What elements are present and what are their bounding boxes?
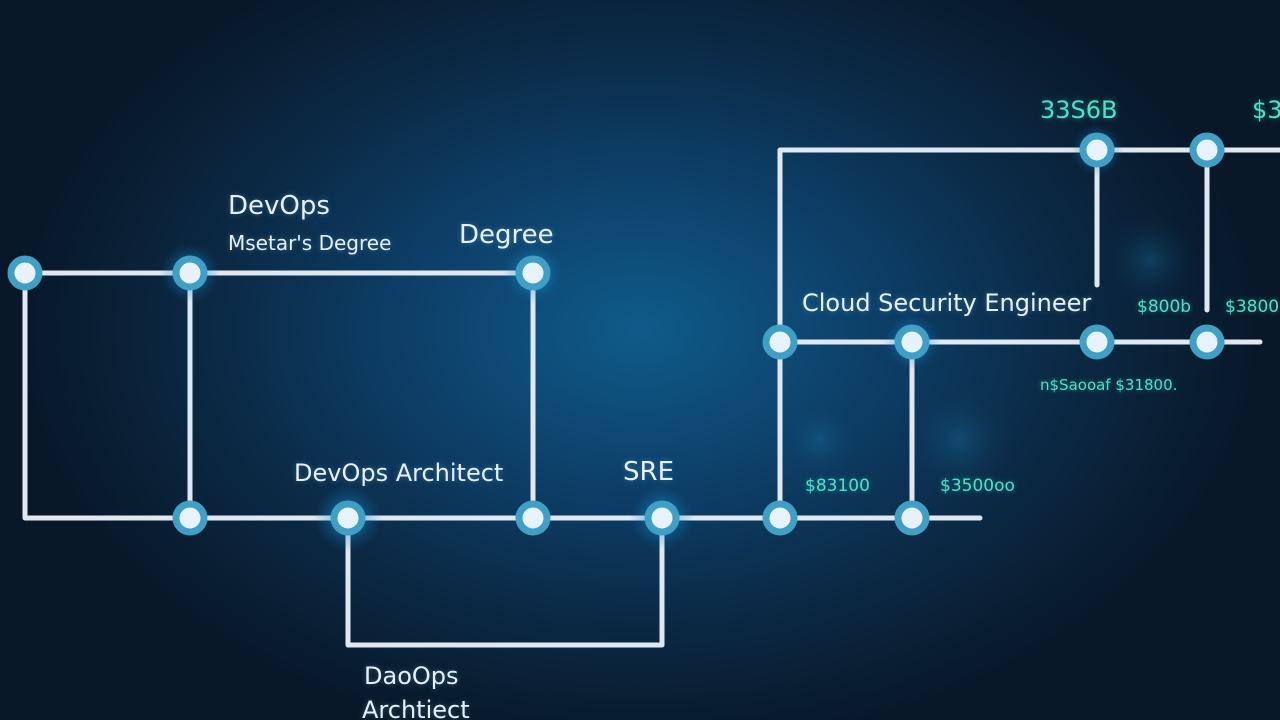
money-mid-range: n$Saooaf $31800. [1040,376,1178,394]
money-low-1: $83100 [805,476,870,496]
node-bottom-190 [172,500,208,536]
label-sre: SRE [623,457,674,487]
money-low-2: $3500oo [940,476,1015,496]
label-degree: Degree [459,220,554,250]
money-top-left: 33S6B [1040,96,1118,124]
node-cloud-security [894,324,930,360]
node-top-1097 [1079,132,1115,168]
money-mid-1: $800b [1137,297,1192,317]
node-start [7,255,43,291]
node-degree [515,255,551,291]
label-devops-heading: DevOps [228,191,330,221]
node-devops-architect [330,500,366,536]
line-bottom-loop [345,515,665,648]
money-top-right: $3 [1252,96,1280,124]
node-sre [644,500,680,536]
node-bottom-780 [762,500,798,536]
label-devops-architect: DevOps Architect [294,459,504,487]
nodes [7,124,1225,552]
node-top-1207 [1189,132,1225,168]
connector-lines [22,147,1280,648]
node-mid-1207 [1189,324,1225,360]
label-cloud-security-engineer: Cloud Security Engineer [802,289,1092,317]
label-daoops: DaoOps [364,662,459,690]
node-mid-1097 [1079,324,1115,360]
background-spots [775,210,1200,500]
node-cloud-start [762,324,798,360]
money-mid-2: $3800 [1225,297,1280,317]
label-architect-bottom: Archtiect [362,696,470,720]
label-masters-degree: Msetar's Degree [228,231,392,255]
node-devops-masters [172,255,208,291]
node-circles [7,132,1225,536]
node-bottom-533 [515,500,551,536]
node-bottom-912 [894,500,930,536]
